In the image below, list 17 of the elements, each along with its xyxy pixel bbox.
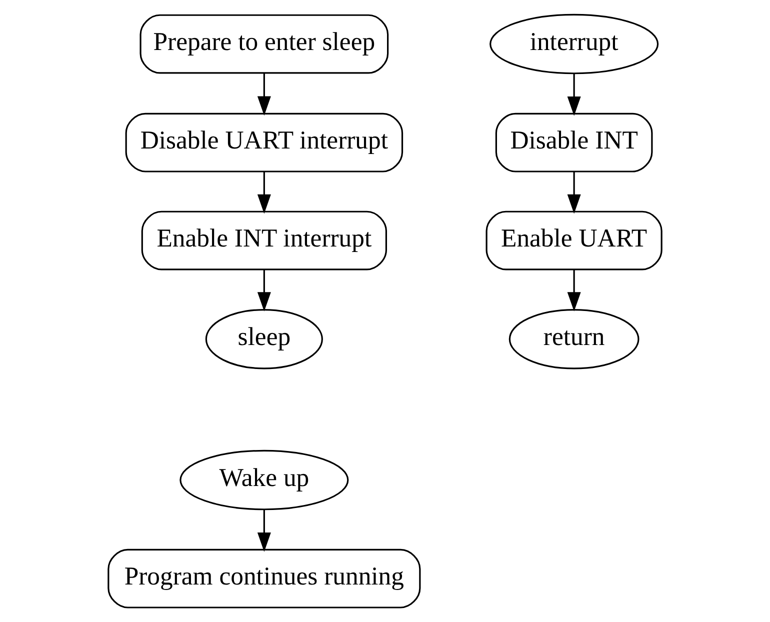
node-ellipse: interrupt [490, 14, 659, 74]
node-box: Enable INT interrupt [141, 210, 387, 270]
node-box: Disable UART interrupt [125, 112, 404, 172]
arrow [567, 270, 581, 312]
node-box: Program continues running [108, 548, 421, 608]
node-box: Enable UART [486, 210, 662, 270]
arrow [257, 73, 271, 116]
node-box: Prepare to enter sleep [140, 14, 389, 74]
arrow [257, 510, 271, 552]
arrow [567, 172, 581, 214]
arrow [567, 74, 581, 116]
arrow [257, 172, 271, 214]
arrow [257, 270, 271, 312]
node-ellipse: return [508, 308, 640, 370]
node-ellipse: sleep [205, 308, 323, 370]
node-ellipse: Wake up [180, 450, 349, 510]
node-box: Disable INT [495, 112, 653, 172]
